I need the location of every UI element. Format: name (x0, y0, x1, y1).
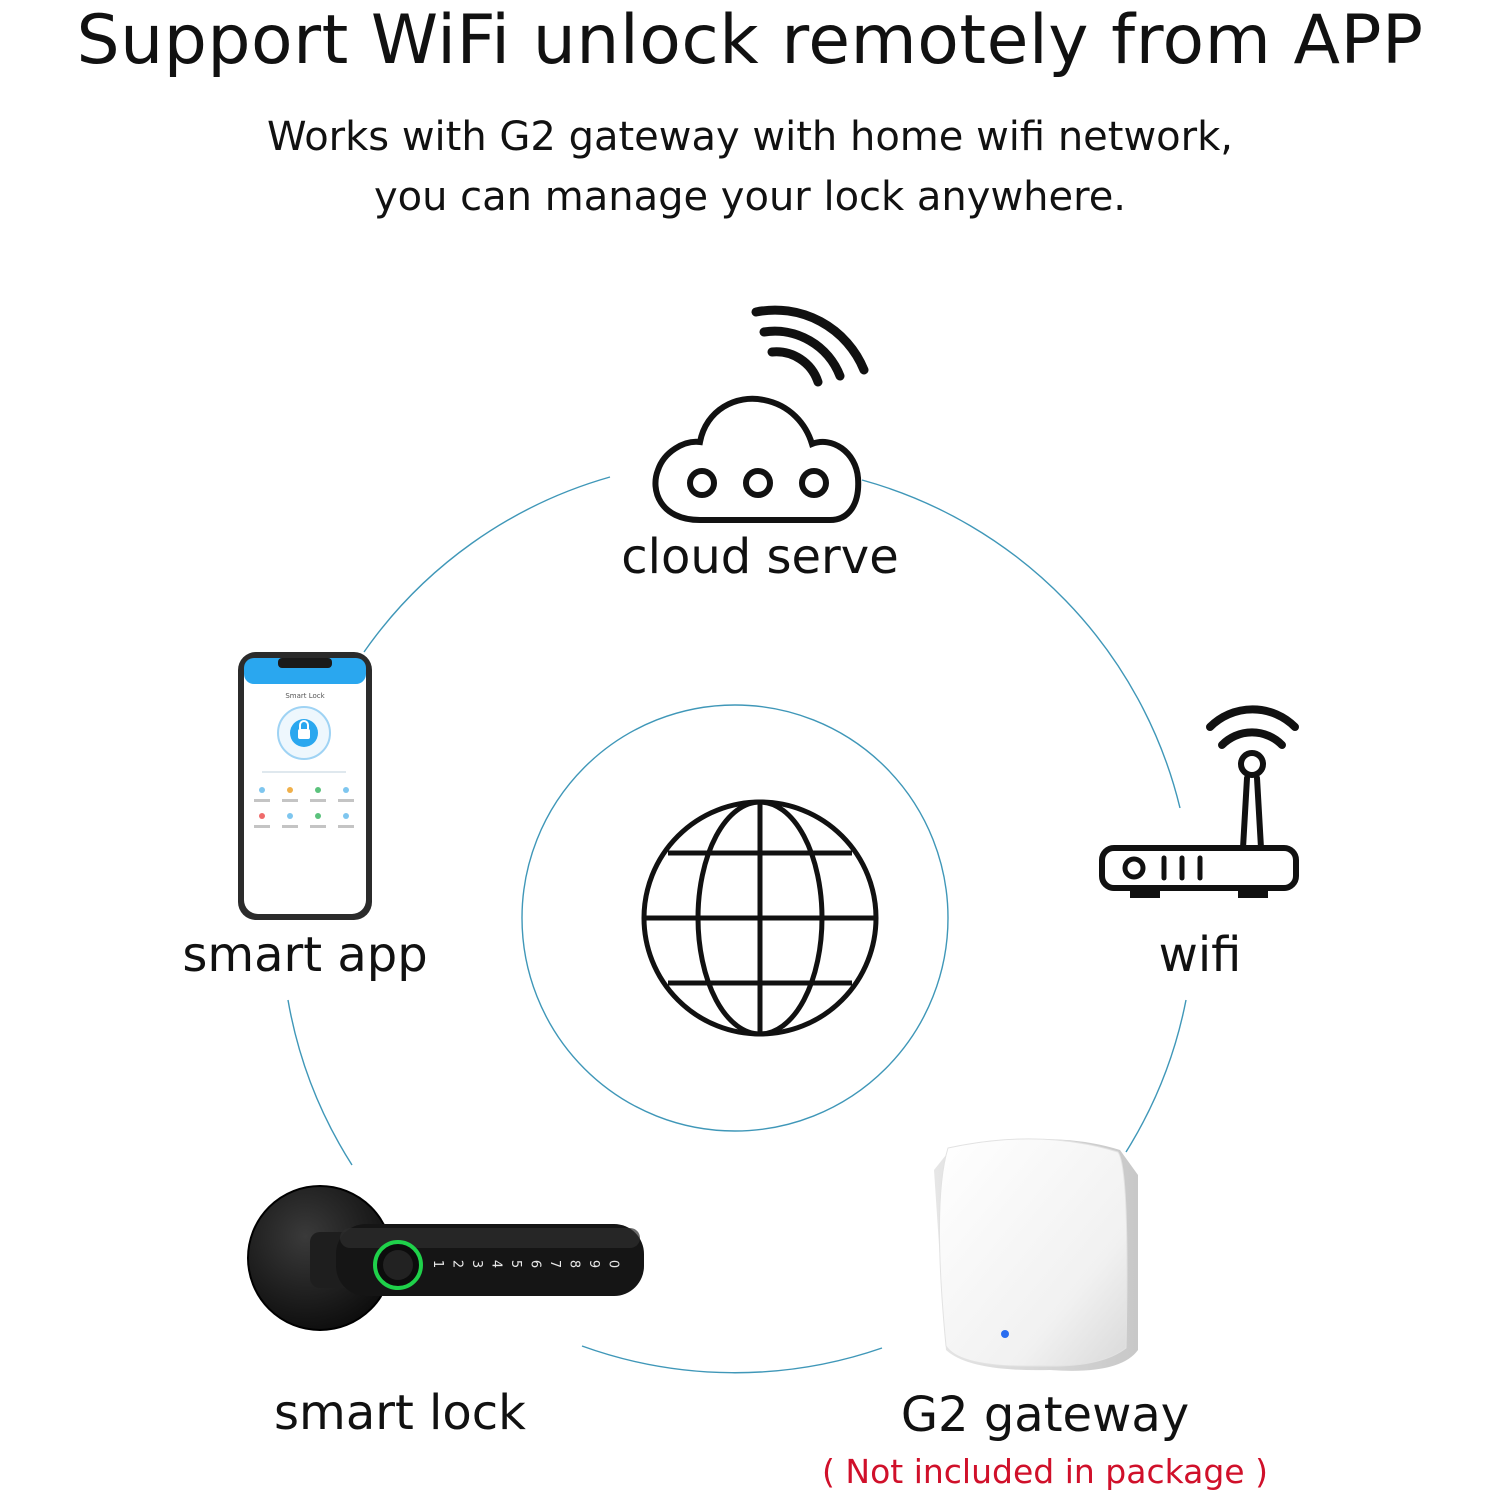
router-icon (1099, 705, 1299, 898)
label-g2-gateway: G2 gateway (900, 1387, 1190, 1443)
smartphone-icon: Smart Lock (238, 652, 372, 920)
keypad-digit: 5 (508, 1260, 523, 1268)
keypad-digit: 4 (489, 1260, 504, 1268)
outer-ring (287, 476, 1187, 1374)
ring-arc-wifi-gateway (1125, 999, 1187, 1153)
keypad-digit: 0 (606, 1260, 621, 1268)
label-smart-app: smart app (182, 927, 428, 983)
globe-icon (641, 799, 879, 1037)
keypad-digit: 7 (547, 1260, 562, 1268)
keypad-digit: 1 (430, 1260, 445, 1268)
ring-arc-cloud-wifi (861, 479, 1181, 809)
gateway-note: ( Not included in package ) (822, 1452, 1268, 1491)
keypad-digit: 9 (586, 1260, 601, 1268)
keypad-digit: 3 (469, 1260, 484, 1268)
subtitle-line-2: you can manage your lock anywhere. (373, 174, 1127, 220)
gateway-status-led (1001, 1330, 1009, 1338)
inner-ring (521, 704, 949, 1132)
ring-arc-cloud-app (363, 476, 611, 653)
page-title: Support WiFi unlock remotely from APP (76, 1, 1424, 80)
phone-app-title: Smart Lock (285, 692, 325, 700)
label-wifi: wifi (1158, 927, 1242, 983)
ring-arc-app-lock (287, 999, 353, 1166)
label-cloud-serve: cloud serve (621, 529, 899, 585)
gateway-box-icon (934, 1138, 1138, 1371)
subtitle-line-1: Works with G2 gateway with home wifi net… (267, 114, 1233, 160)
keypad-digit: 2 (450, 1260, 465, 1268)
keypad-digit: 8 (567, 1260, 582, 1268)
ring-arc-lock-gateway (581, 1345, 883, 1374)
cloud-icon (652, 305, 869, 523)
keypad-digit: 6 (528, 1260, 543, 1268)
label-smart-lock: smart lock (274, 1385, 526, 1441)
